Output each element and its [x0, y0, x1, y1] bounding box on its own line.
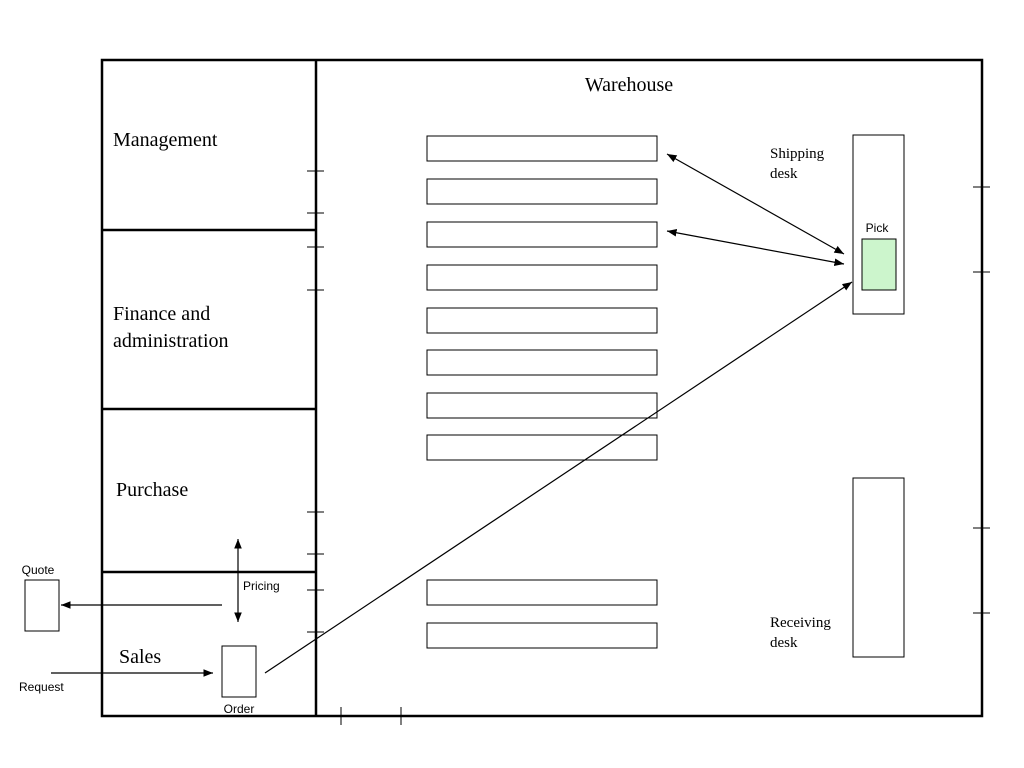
shelf [426, 434, 658, 461]
shelf [426, 264, 658, 291]
sales-label: Sales [119, 646, 161, 668]
shelf [426, 307, 658, 334]
shelf [426, 135, 658, 162]
shipping-desk-label-line1: Shipping [770, 146, 825, 162]
warehouse-label: Warehouse [585, 74, 673, 96]
arrow-order-to-pick [264, 281, 853, 674]
shelf [426, 579, 658, 606]
shipping-desk-label-line2: desk [770, 166, 798, 182]
shelf [426, 349, 658, 376]
purchase-label: Purchase [116, 479, 188, 501]
finance-label-line1: Finance and [113, 303, 210, 325]
order-document [221, 645, 257, 698]
request-label: Request [19, 680, 64, 694]
building-outline [100, 58, 984, 718]
quote-label: Quote [22, 563, 55, 577]
pricing-label: Pricing [243, 579, 280, 593]
arrow-shelf3-pick [666, 228, 845, 267]
door-ticks [307, 170, 990, 725]
management-label: Management [113, 129, 218, 151]
finance-label-line2: administration [113, 330, 229, 352]
receiving-desk-label-line1: Receiving [770, 615, 831, 631]
shelving-racks [426, 135, 658, 649]
shelf [426, 178, 658, 205]
pick-label: Pick [866, 221, 890, 235]
shelf [426, 622, 658, 649]
shelf [426, 221, 658, 248]
quote-document [24, 579, 60, 632]
pick-box [861, 238, 897, 291]
receiving-desk [852, 477, 905, 658]
arrow-shelf1-pick [666, 153, 845, 255]
receiving-desk-label-line2: desk [770, 635, 798, 651]
shelf [426, 392, 658, 419]
order-label: Order [224, 702, 255, 716]
